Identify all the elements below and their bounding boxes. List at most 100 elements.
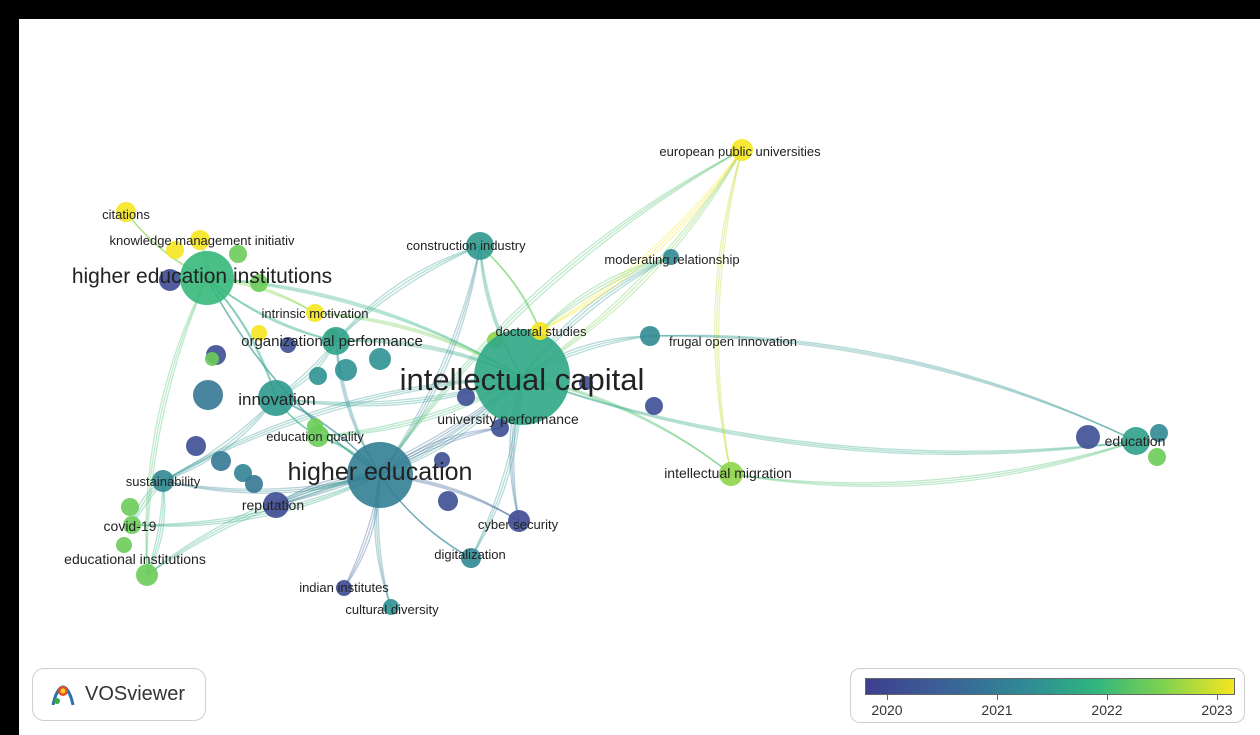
node-label-ic[interactable]: intellectual capital xyxy=(400,362,645,397)
node-mr[interactable] xyxy=(663,249,679,265)
network-node[interactable] xyxy=(1148,448,1166,466)
network-link xyxy=(539,149,743,332)
node-label-op[interactable]: organizational performance xyxy=(241,333,423,350)
node-op[interactable] xyxy=(322,327,350,355)
scale-tick xyxy=(997,695,998,700)
network-node[interactable] xyxy=(335,359,357,381)
node-foi[interactable] xyxy=(640,326,660,346)
node-label-ci[interactable]: construction industry xyxy=(406,238,526,253)
network-link xyxy=(730,440,1137,484)
scale-label-2020: 2020 xyxy=(871,702,903,718)
node-ds[interactable] xyxy=(531,322,549,340)
node-label-ds[interactable]: doctoral studies xyxy=(495,324,587,339)
node-sus[interactable] xyxy=(152,470,174,492)
network-link xyxy=(379,149,743,476)
network-link xyxy=(730,440,1137,488)
node-cov[interactable] xyxy=(123,516,141,534)
node-epu[interactable] xyxy=(731,139,753,161)
node-label-rep[interactable]: reputation xyxy=(242,497,304,513)
node-up[interactable] xyxy=(491,419,509,437)
node-label-edu[interactable]: education xyxy=(1105,433,1166,449)
network-node[interactable] xyxy=(438,491,458,511)
node-iim[interactable] xyxy=(719,462,743,486)
network-node[interactable] xyxy=(280,337,296,353)
node-label-inn[interactable]: innovation xyxy=(238,390,316,409)
network-link xyxy=(145,277,208,576)
color-scale-bar xyxy=(865,678,1235,695)
node-label-ii[interactable]: indian institutes xyxy=(299,580,389,595)
network-node[interactable] xyxy=(245,475,263,493)
network-node[interactable] xyxy=(234,464,252,482)
network-link xyxy=(521,376,1137,452)
network-node[interactable] xyxy=(251,325,267,341)
scale-tick xyxy=(887,695,888,700)
network-node[interactable] xyxy=(166,241,184,259)
node-inn[interactable] xyxy=(258,380,294,416)
node-label-dig[interactable]: digitalization xyxy=(434,547,506,562)
node-edu[interactable] xyxy=(1122,427,1150,455)
node-cs[interactable] xyxy=(508,510,530,532)
node-ei[interactable] xyxy=(136,564,158,586)
node-ic[interactable] xyxy=(474,329,570,425)
network-node[interactable] xyxy=(193,380,223,410)
network-canvas[interactable] xyxy=(19,19,1260,735)
vosviewer-logo-badge[interactable]: VOSviewer xyxy=(32,668,206,721)
network-node[interactable] xyxy=(1076,425,1100,449)
node-cit[interactable] xyxy=(116,202,136,222)
network-node[interactable] xyxy=(250,274,268,292)
network-node[interactable] xyxy=(645,397,663,415)
node-ci[interactable] xyxy=(466,232,494,260)
network-link xyxy=(649,335,1137,442)
network-link xyxy=(162,376,523,482)
node-label-mr[interactable]: moderating relationship xyxy=(604,252,739,267)
node-dig[interactable] xyxy=(461,548,481,568)
node-label-eq[interactable]: education quality xyxy=(266,429,364,444)
network-node[interactable] xyxy=(159,269,181,291)
node-kmi[interactable] xyxy=(190,230,210,250)
node-label-ei[interactable]: educational institutions xyxy=(64,551,206,567)
network-link xyxy=(716,149,743,475)
network-node[interactable] xyxy=(309,367,327,385)
node-im[interactable] xyxy=(306,304,324,322)
node-label-kmi[interactable]: knowledge management initiativ xyxy=(110,233,295,248)
node-he[interactable] xyxy=(347,442,413,508)
node-hei[interactable] xyxy=(180,251,234,305)
network-node[interactable] xyxy=(229,245,247,263)
node-label-he[interactable]: higher education xyxy=(288,458,473,486)
network-link xyxy=(335,245,481,342)
network-node[interactable] xyxy=(369,348,391,370)
node-label-cs[interactable]: cyber security xyxy=(478,517,559,532)
node-label-epu[interactable]: european public universities xyxy=(659,144,821,159)
node-label-foi[interactable]: frugal open innovation xyxy=(669,334,797,349)
network-node[interactable] xyxy=(457,388,475,406)
node-label-im[interactable]: intrinsic motivation xyxy=(262,306,369,321)
network-link xyxy=(146,474,381,576)
node-label-sus[interactable]: sustainability xyxy=(126,474,201,489)
node-ii[interactable] xyxy=(336,580,352,596)
network-link xyxy=(717,149,743,475)
node-label-iim[interactable]: intellectual migration xyxy=(664,465,792,481)
network-node[interactable] xyxy=(211,451,231,471)
node-rep[interactable] xyxy=(263,492,289,518)
network-link xyxy=(539,149,743,332)
network-node[interactable] xyxy=(186,436,206,456)
node-label-cd[interactable]: cultural diversity xyxy=(345,602,439,617)
node-label-up[interactable]: university performance xyxy=(437,411,579,427)
node-label-cit[interactable]: citations xyxy=(102,207,150,222)
network-node[interactable] xyxy=(116,537,132,553)
network-node[interactable] xyxy=(121,498,139,516)
network-link xyxy=(539,149,743,332)
node-cd[interactable] xyxy=(383,599,399,615)
network-node[interactable] xyxy=(1150,424,1168,442)
network-node[interactable] xyxy=(434,452,450,468)
network-link xyxy=(539,256,672,332)
node-eq[interactable] xyxy=(307,425,329,447)
node-label-hei[interactable]: higher education institutions xyxy=(72,265,332,288)
network-link xyxy=(162,376,523,482)
network-node[interactable] xyxy=(579,376,593,390)
network-link xyxy=(730,440,1137,486)
network-link xyxy=(162,376,523,482)
node-label-cov[interactable]: covid-19 xyxy=(104,518,157,534)
network-node[interactable] xyxy=(205,352,219,366)
